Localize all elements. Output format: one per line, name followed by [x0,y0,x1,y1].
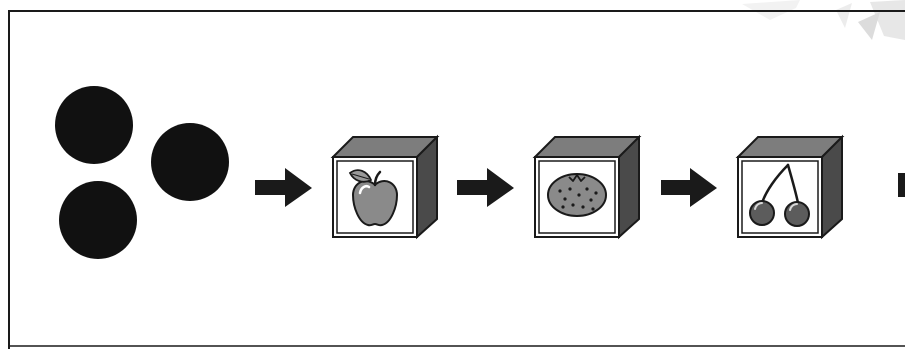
box-apple [333,137,437,237]
input-balls [55,86,229,259]
arrow-3 [661,168,717,207]
arrow-1 [255,168,312,207]
arrow-4-partial [898,173,905,197]
box-cherries [738,137,842,237]
tangerine-icon [548,174,606,216]
arrow-2 [457,168,514,207]
box-tangerine [535,137,639,237]
background-scuff-marks [742,0,905,40]
ball-right [151,123,229,201]
ball-bottom [59,181,137,259]
ball-top-left [55,86,133,164]
